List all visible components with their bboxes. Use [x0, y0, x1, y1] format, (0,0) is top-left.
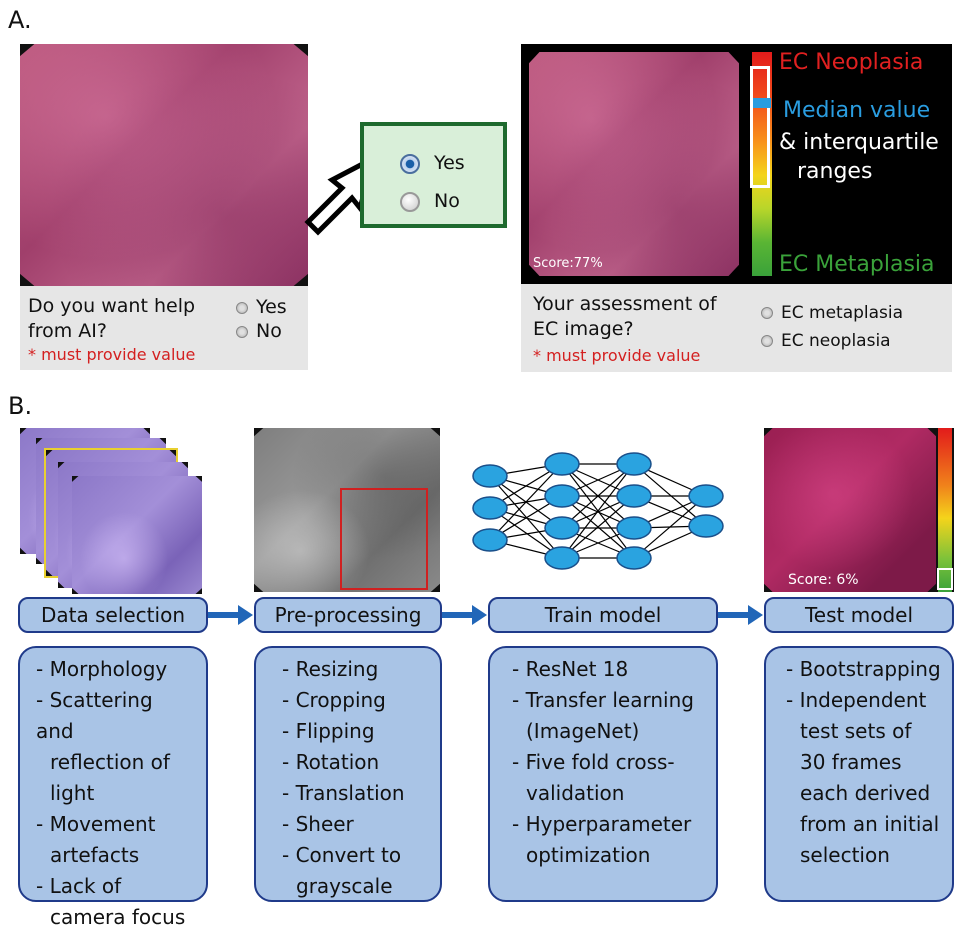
- legend-iqr-line2: ranges: [797, 159, 873, 184]
- detail-item: light: [50, 781, 95, 805]
- popup-no-label: No: [434, 190, 460, 212]
- detail-item: - Five fold cross-: [512, 750, 675, 774]
- pipeline-arrow-icon: [442, 605, 487, 625]
- neural-network-icon: [472, 452, 724, 570]
- stage-data-selection: Data selection: [18, 597, 208, 633]
- detail-item: each derived: [800, 781, 931, 805]
- detail-item: selection: [800, 843, 890, 867]
- detail-item: - Rotation: [282, 750, 380, 774]
- panel-b-label: B.: [8, 392, 33, 420]
- detail-item: - Cropping: [282, 688, 386, 712]
- detail-item: - ResNet 18: [512, 657, 629, 681]
- popup-no-radio[interactable]: [400, 192, 420, 212]
- ai-result-panel: Score:77% EC Neoplasia Median value & in…: [521, 44, 952, 284]
- endoscopy-image-left: [20, 44, 308, 286]
- stage-train-model: Train model: [488, 597, 718, 633]
- details-pre-processing: - Resizing - Cropping - Flipping - Rotat…: [254, 646, 442, 902]
- detail-item: camera focus: [50, 905, 186, 929]
- detail-item: optimization: [526, 843, 651, 867]
- panel-a-label: A.: [8, 6, 32, 34]
- details-train-model: - ResNet 18 - Transfer learning (ImageNe…: [488, 646, 718, 902]
- iqr-box: [750, 66, 770, 188]
- detail-item: 30 frames: [800, 750, 902, 774]
- test-gradient-bar: [938, 428, 952, 592]
- preprocessing-image: [254, 428, 440, 592]
- detail-item: (ImageNet): [526, 719, 640, 743]
- detail-item: - Bootstrapping: [786, 657, 941, 681]
- ai-score-label: Score:77%: [533, 256, 603, 271]
- ec-neoplasia-option[interactable]: EC neoplasia: [761, 331, 891, 351]
- test-iqr-box: [937, 568, 953, 590]
- detail-item: grayscale: [296, 874, 393, 898]
- detail-item: - Lack of: [36, 874, 122, 898]
- pipeline-arrow-icon: [718, 605, 763, 625]
- radio-icon[interactable]: [236, 325, 248, 338]
- pipeline-arrow-icon: [208, 605, 253, 625]
- test-score-label: Score: 6%: [788, 572, 859, 588]
- stage-pre-processing: Pre-processing: [254, 597, 442, 633]
- ai-help-question: Do you want help from AI?: [28, 295, 196, 342]
- ai-help-no-option[interactable]: No: [236, 320, 282, 342]
- detail-item: - Transfer learning: [512, 688, 694, 712]
- legend-neoplasia: EC Neoplasia: [779, 50, 924, 75]
- detail-item: - Morphology: [36, 657, 168, 681]
- detail-item: artefacts: [50, 843, 140, 867]
- detail-item: - Movement: [36, 812, 156, 836]
- detail-item: - Translation: [282, 781, 405, 805]
- legend-median: Median value: [783, 98, 931, 123]
- detail-item: - Hyperparameter: [512, 812, 692, 836]
- stage-test-model: Test model: [764, 597, 954, 633]
- radio-icon[interactable]: [761, 335, 773, 347]
- legend-iqr-line1: & interquartile: [779, 130, 939, 155]
- median-marker: [753, 98, 771, 108]
- ai-help-form: Do you want help from AI? * must provide…: [20, 286, 308, 370]
- detail-item: test sets of: [800, 719, 912, 743]
- detail-item: validation: [526, 781, 625, 805]
- ai-help-yes-option[interactable]: Yes: [236, 296, 287, 318]
- ec-metaplasia-option[interactable]: EC metaplasia: [761, 303, 903, 323]
- assessment-question: Your assessment of EC image?: [533, 293, 717, 340]
- crop-box: [340, 488, 428, 590]
- detail-item: from an initial: [800, 812, 940, 836]
- assessment-form: Your assessment of EC image? * must prov…: [521, 284, 952, 372]
- popup-yes-radio[interactable]: [400, 154, 420, 174]
- ai-help-popup: Yes No: [360, 122, 507, 228]
- required-note-left: * must provide value: [28, 345, 196, 364]
- detail-item: - Flipping: [282, 719, 375, 743]
- endoscopy-image-right: [529, 52, 739, 276]
- legend-metaplasia: EC Metaplasia: [779, 252, 935, 277]
- radio-icon[interactable]: [761, 307, 773, 319]
- detail-item: reflection of: [50, 750, 170, 774]
- details-test-model: - Bootstrapping - Independent test sets …: [764, 646, 954, 902]
- detail-item: - Independent: [786, 688, 927, 712]
- radio-icon[interactable]: [236, 301, 248, 314]
- required-note-right: * must provide value: [533, 346, 701, 365]
- popup-yes-label: Yes: [434, 152, 465, 174]
- detail-item: - Sheer: [282, 812, 354, 836]
- test-model-image: Score: 6%: [764, 428, 954, 592]
- details-data-selection: - Morphology - Scattering and reflection…: [18, 646, 208, 929]
- cursor-arrow-icon: [304, 153, 378, 236]
- detail-item: - Convert to: [282, 843, 402, 867]
- detail-item: - Scattering and: [36, 688, 153, 743]
- detail-item: - Resizing: [282, 657, 379, 681]
